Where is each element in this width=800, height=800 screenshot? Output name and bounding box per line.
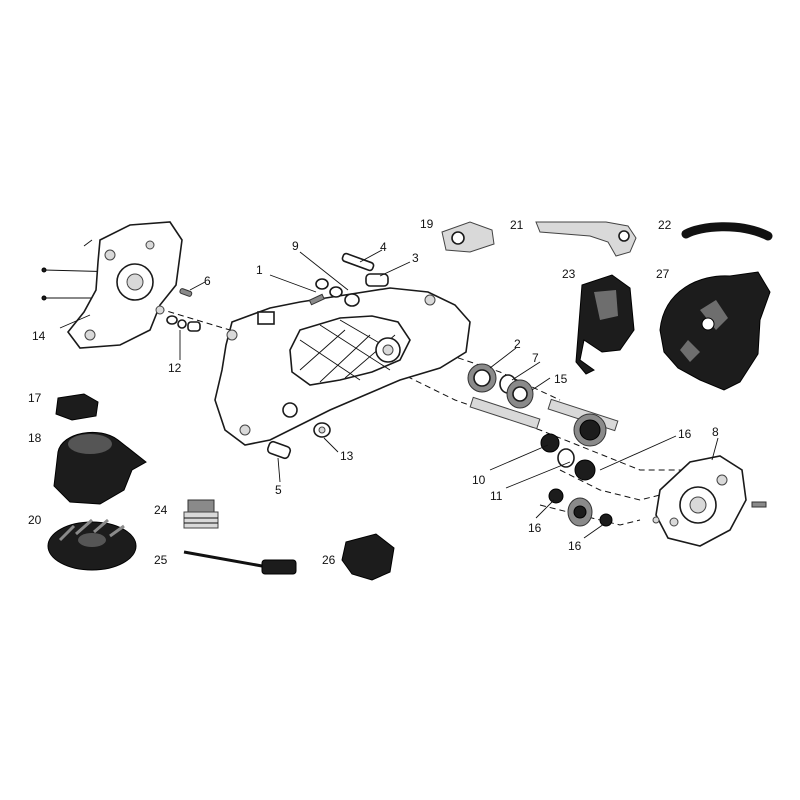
callout-17: 17 xyxy=(28,391,42,405)
part-8-gearbox-cover xyxy=(652,455,767,547)
callout-19: 19 xyxy=(420,217,434,231)
callout-16c: 16 xyxy=(568,539,582,553)
part-10-shaft xyxy=(469,396,560,453)
part-21-lever xyxy=(535,221,637,257)
part-20-fan xyxy=(47,518,137,571)
callout-26: 26 xyxy=(322,553,336,567)
lower-gear xyxy=(548,488,613,527)
part-12-dowel-pins xyxy=(166,315,201,332)
part-13-bushing xyxy=(313,422,331,438)
callout-23: 23 xyxy=(562,267,576,281)
callout-13: 13 xyxy=(340,449,354,463)
callout-21: 21 xyxy=(510,218,524,232)
part-14-left-crankcase-cover xyxy=(41,221,183,349)
main-crankcase xyxy=(214,287,471,446)
part-27-fan-housing xyxy=(659,271,771,391)
main-gear-shaft xyxy=(547,398,619,447)
callout-labels: 1 2 3 4 5 6 7 8 9 10 11 12 13 14 15 16 1… xyxy=(28,217,719,567)
callout-leaders xyxy=(59,249,719,539)
part-9-bushing xyxy=(344,293,360,307)
part-22-hose xyxy=(681,222,773,241)
callout-7: 7 xyxy=(532,351,539,365)
part-18-pulley-cover xyxy=(53,431,147,505)
part-19-plate xyxy=(441,221,495,253)
callout-15: 15 xyxy=(554,372,568,386)
callout-6: 6 xyxy=(204,274,211,288)
callout-3: 3 xyxy=(412,251,419,265)
callout-18: 18 xyxy=(28,431,42,445)
part-24-plug xyxy=(183,499,219,529)
part-4-pin xyxy=(341,252,375,272)
part-23-cover-bracket xyxy=(575,274,635,375)
callout-9: 9 xyxy=(292,239,299,253)
callout-2: 2 xyxy=(514,337,521,351)
part-11-gear xyxy=(557,448,596,481)
callout-14: 14 xyxy=(32,329,46,343)
part-15-bearing xyxy=(506,379,534,409)
part-5-sleeve xyxy=(266,440,292,460)
part-17-block xyxy=(55,393,99,421)
callout-11: 11 xyxy=(490,489,503,503)
callout-12: 12 xyxy=(168,361,182,375)
callout-20: 20 xyxy=(28,513,42,527)
part-6-pin xyxy=(179,288,193,297)
callout-1: 1 xyxy=(256,263,263,277)
callout-25: 25 xyxy=(154,553,168,567)
part-25-cable xyxy=(183,550,297,575)
part-2-bearing xyxy=(467,363,497,393)
callout-24: 24 xyxy=(154,503,168,517)
callout-8: 8 xyxy=(712,425,719,439)
part-1-bolt-washer xyxy=(308,278,343,306)
callout-22: 22 xyxy=(658,218,672,232)
callout-27: 27 xyxy=(656,267,670,281)
callout-10: 10 xyxy=(472,473,486,487)
callout-16b: 16 xyxy=(528,521,542,535)
callout-4: 4 xyxy=(380,240,387,254)
callout-5: 5 xyxy=(275,483,282,497)
part-3-sleeve xyxy=(365,273,389,287)
callout-16a: 16 xyxy=(678,427,692,441)
part-26-cap xyxy=(341,533,395,581)
